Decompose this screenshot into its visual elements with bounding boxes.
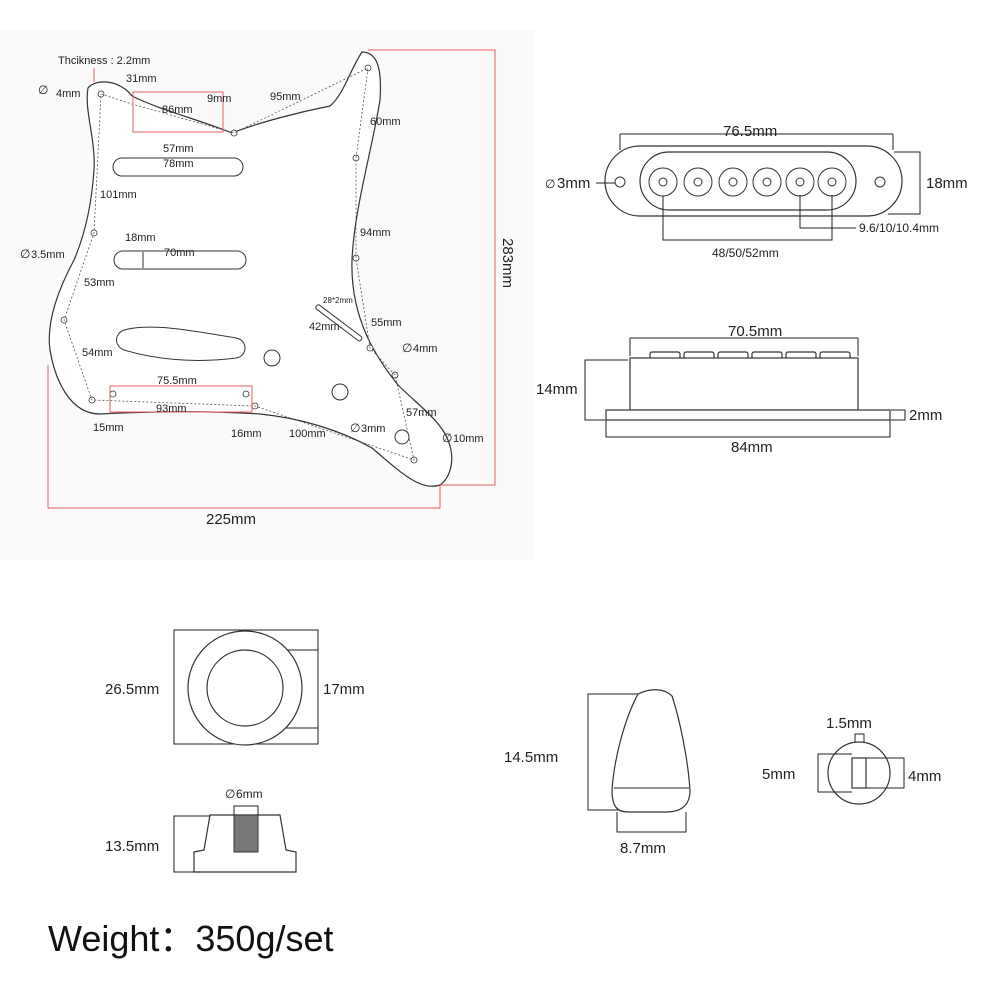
slot-label: 1.5mm (826, 715, 872, 732)
dim-100-label: 100mm (289, 428, 326, 440)
knob-inner-circle (206, 649, 284, 727)
diameter-symbol-10: ∅ (442, 431, 452, 445)
dim-10-label: 10mm (453, 433, 484, 445)
base-length-label: 84mm (731, 439, 773, 456)
tip-height-label: 14.5mm (504, 749, 558, 766)
tone-knob-hole (331, 383, 349, 401)
cover-length-label: 70.5mm (728, 323, 782, 340)
dim-16-label: 16mm (231, 428, 262, 440)
pole-span-line (662, 196, 833, 241)
dim-70-label: 70mm (164, 247, 195, 259)
middle-pickup-slot (113, 250, 247, 270)
knob-outer-label: 26.5mm (105, 681, 159, 698)
dim-15-label: 15mm (93, 422, 124, 434)
dim-55-label: 55mm (371, 317, 402, 329)
pickup-pole-pieces (648, 167, 847, 197)
dim-755-label: 75.5mm (157, 375, 197, 387)
width-dim-line (47, 365, 441, 509)
tip-width-line (616, 812, 687, 833)
neck-cut-marker (132, 91, 224, 133)
tip-width-label: 8.7mm (620, 840, 666, 857)
pickup-height-line (888, 151, 921, 215)
knob-inner-label: 17mm (323, 681, 365, 698)
dim-60-label: 60mm (370, 116, 401, 128)
side-height-line (584, 359, 628, 421)
diameter-symbol: ∅ (38, 83, 48, 97)
diameter-symbol-35: ∅ (20, 247, 30, 261)
pickup-hole-label: 3mm (557, 175, 590, 192)
dim-28x2-label: 28*2mm (323, 296, 353, 305)
dim-9-label: 9mm (207, 93, 231, 105)
knob-shaft-thread (233, 814, 259, 853)
weight-label: Weight：350g/set (48, 918, 334, 959)
right-dim-label: 4mm (908, 768, 941, 785)
knob-height-line (173, 815, 210, 873)
dim-42-label: 42mm (309, 321, 340, 333)
side-height-label: 14mm (536, 381, 578, 398)
right-dim-line (866, 757, 905, 789)
knob-side-view: ∅ 6mm 13.5mm (105, 787, 297, 873)
height-total-label: 283mm (499, 238, 516, 288)
dim-86-label: 86mm (162, 104, 193, 116)
top-hole-label: 4mm (56, 88, 80, 100)
bridge-pickup-slot (116, 326, 246, 361)
volume-knob-hole (263, 349, 281, 367)
left-dim-line (817, 753, 852, 793)
base-thick-label: 2mm (909, 407, 942, 424)
dim-53-label: 53mm (84, 277, 115, 289)
neck-pickup-slot (112, 157, 244, 177)
jack-hole (394, 429, 410, 445)
side-base-plate (605, 409, 891, 421)
base-thick-line (891, 409, 906, 421)
switch-tip-view: 14.5mm 8.7mm (504, 689, 691, 857)
bridge-cut-marker (109, 385, 253, 413)
dim-78-label: 78mm (163, 158, 194, 170)
diameter-symbol-3: ∅ (350, 421, 360, 435)
pickup-side-view: 70.5mm 14mm 2mm 84mm (536, 323, 942, 456)
shaft-label: 6mm (236, 787, 263, 801)
dim-3-label: 3mm (361, 423, 385, 435)
dim-95-label: 95mm (270, 91, 301, 103)
pickguard-drawing (48, 51, 453, 487)
pole-dia-label: 9.6/10/10.4mm (859, 221, 939, 235)
tip-hole-slot (851, 757, 867, 789)
dim-31-label: 31mm (126, 73, 157, 85)
pickup-mount-hole-right (874, 176, 886, 188)
width-total-label: 225mm (206, 511, 256, 528)
dim-93-label: 93mm (156, 403, 187, 415)
thickness-label: Thcikness : 2.2mm (58, 55, 150, 67)
dim-57-top-label: 57mm (163, 143, 194, 155)
dim-101-label: 101mm (100, 189, 137, 201)
tip-hole-view: 1.5mm 5mm 4mm (762, 715, 941, 805)
dim-4-right-label: 4mm (413, 343, 437, 355)
diameter-symbol-4: ∅ (402, 341, 412, 355)
knob-height-label: 13.5mm (105, 838, 159, 855)
pickup-length-label: 76.5mm (723, 123, 777, 140)
tip-height-line (587, 693, 640, 811)
dim-94-label: 94mm (360, 227, 391, 239)
knob-top-view: 26.5mm 17mm (105, 629, 365, 746)
base-length-line (605, 420, 891, 438)
shaft-symbol: ∅ (225, 787, 235, 801)
pole-dia-line (799, 195, 856, 229)
tip-body (611, 689, 691, 813)
pickup-top-view: 76.5mm ∅ 3mm 18mm 9.6/10/10.4mm 48/50/52… (545, 123, 968, 260)
dim-35-label: 3.5mm (31, 249, 65, 261)
dim-54-label: 54mm (82, 347, 113, 359)
pole-span-label: 48/50/52mm (712, 246, 779, 260)
left-dim-label: 5mm (762, 766, 795, 783)
height-dim-line (368, 49, 496, 486)
switch-slot (315, 304, 363, 342)
side-cover-body (629, 357, 859, 411)
pickup-height-label: 18mm (926, 175, 968, 192)
pickup-hole-symbol: ∅ (545, 177, 555, 191)
pickup-mount-hole-left (614, 176, 626, 188)
dim-57-bot-label: 57mm (406, 407, 437, 419)
dim-18-label: 18mm (125, 232, 156, 244)
